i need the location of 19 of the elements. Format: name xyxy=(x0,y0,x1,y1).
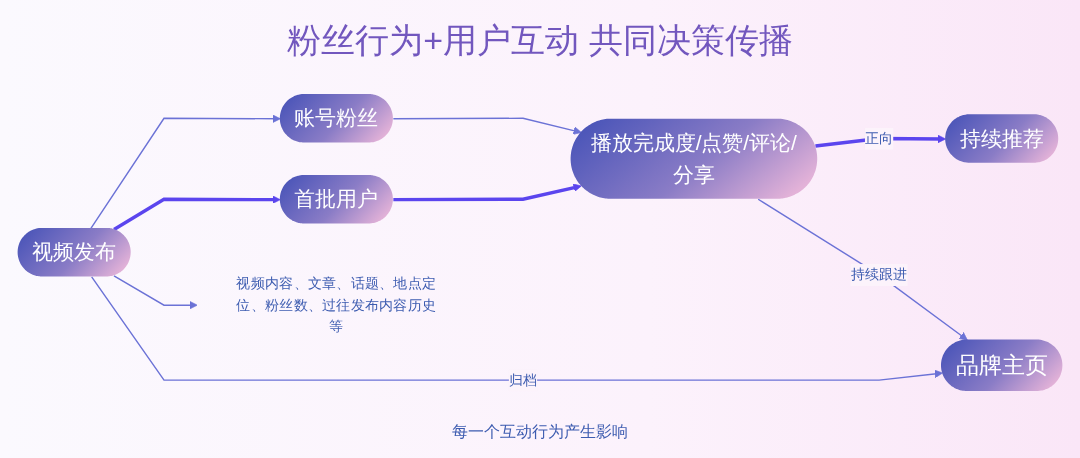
node-box: 首批用户 xyxy=(279,174,393,224)
arrow xyxy=(113,275,198,310)
edge-label: 持续跟进 xyxy=(850,266,908,283)
arrow xyxy=(113,195,281,231)
diagram-title: 粉丝行为+用户互动 共同决策传播 xyxy=(287,20,793,61)
arrow xyxy=(757,198,968,341)
arrow xyxy=(90,114,281,230)
node-box: 播放完成度/点赞/评论/分享 xyxy=(570,118,818,199)
node-box: 品牌主页 xyxy=(941,339,1063,391)
node-box: 账号粉丝 xyxy=(279,94,393,143)
node-text: 视频内容、文章、话题、地点定位、粉丝数、过往发布内容历史等 xyxy=(236,274,437,334)
arrow xyxy=(392,117,582,135)
node-box: 持续推荐 xyxy=(945,114,1059,163)
note-text: 每一个互动行为产生影响 xyxy=(452,422,628,442)
edge-label: 归档 xyxy=(508,371,538,388)
arrow xyxy=(393,183,582,202)
arrow xyxy=(90,276,943,381)
node-box: 视频发布 xyxy=(17,227,131,277)
edge-label: 正向 xyxy=(864,129,894,146)
